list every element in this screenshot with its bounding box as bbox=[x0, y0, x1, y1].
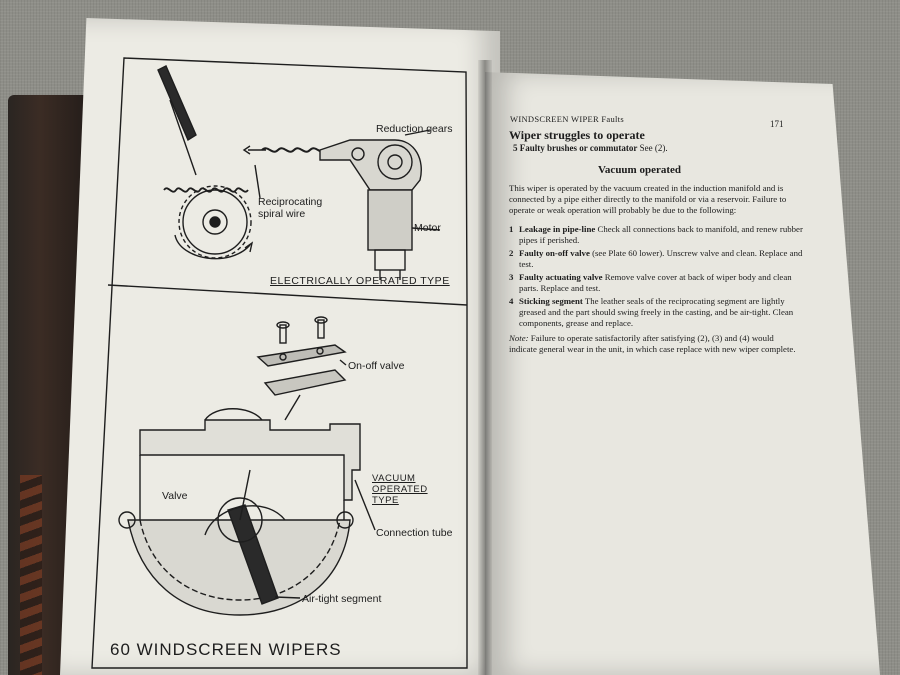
note-text: Failure to operate satisfactorily after … bbox=[509, 333, 796, 354]
note-label: Note: bbox=[509, 333, 529, 343]
label-on-off-valve: On-off valve bbox=[348, 360, 405, 372]
valve-plate-lower bbox=[263, 369, 347, 396]
fault-number: 3 bbox=[509, 272, 514, 282]
screw-1 bbox=[279, 324, 287, 344]
fault-text: Check all connections back to manifold, … bbox=[519, 224, 803, 245]
valve-body bbox=[139, 419, 361, 501]
book-gutter bbox=[478, 60, 492, 675]
fault-text: (see Plate 60 lower). Unscrew valve and … bbox=[519, 248, 803, 269]
fault-5-text: See (2). bbox=[639, 143, 668, 153]
plate-frame bbox=[91, 57, 468, 669]
label-reduction-gears: Reduction gears bbox=[376, 123, 453, 135]
reduction-gear-housing bbox=[319, 139, 422, 191]
fault-text: Remove valve cover at back of wiper body… bbox=[519, 272, 792, 293]
plate-footer-title: 60 WINDSCREEN WIPERS bbox=[110, 640, 342, 659]
fault-number: 1 bbox=[509, 224, 514, 234]
fault-item: 1 Leakage in pipe-line Check all connect… bbox=[509, 224, 803, 246]
caption-vacuum: VACUUM OPERATED TYPE bbox=[372, 473, 428, 506]
fault-item: 3 Faulty actuating valve Remove valve co… bbox=[509, 272, 803, 294]
fault-title: Faulty on-off valve bbox=[519, 248, 590, 258]
label-connection-tube: Connection tube bbox=[376, 527, 453, 539]
gear-wheel bbox=[182, 189, 248, 255]
fault-item-5: 5 Faulty brushes or commutator See (2). bbox=[513, 143, 668, 153]
label-reciprocating-wire: Reciprocating spiral wire bbox=[258, 196, 323, 220]
plate-divider bbox=[107, 284, 468, 306]
screw-2 bbox=[317, 319, 325, 339]
casing-bowl bbox=[127, 519, 351, 616]
spiral-wire bbox=[261, 147, 327, 153]
note-paragraph: Note: Failure to operate satisfactorily … bbox=[509, 333, 803, 355]
caption-electric: ELECTRICALLY OPERATED TYPE bbox=[270, 275, 450, 287]
running-head: WINDSCREEN WIPER Faults bbox=[510, 114, 624, 124]
intro-paragraph: This wiper is operated by the vacuum cre… bbox=[509, 183, 787, 215]
wiper-blade bbox=[157, 65, 197, 142]
page-number: 171 bbox=[770, 119, 784, 129]
section-title: Wiper struggles to operate bbox=[509, 128, 645, 142]
label-valve: Valve bbox=[162, 490, 188, 502]
fault-5-number: 5 bbox=[513, 143, 518, 153]
fault-5-title: Faulty brushes or commutator bbox=[519, 143, 638, 153]
cover-pattern bbox=[20, 475, 42, 675]
fault-title: Leakage in pipe-line bbox=[519, 224, 596, 234]
subheading-vacuum: Vacuum operated bbox=[598, 164, 682, 176]
fault-item: 4 Sticking segment The leather seals of … bbox=[509, 296, 803, 329]
fault-number: 2 bbox=[509, 248, 514, 258]
label-air-tight-segment: Air-tight segment bbox=[302, 593, 382, 605]
fault-title: Sticking segment bbox=[519, 296, 583, 306]
fault-number: 4 bbox=[509, 296, 514, 306]
motor-body bbox=[367, 189, 413, 251]
valve-plate-upper bbox=[256, 344, 347, 367]
label-motor: Motor bbox=[414, 222, 441, 234]
right-page bbox=[485, 72, 880, 675]
fault-item: 2 Faulty on-off valve (see Plate 60 lowe… bbox=[509, 248, 803, 270]
fault-text: The leather seals of the reciprocating s… bbox=[519, 296, 794, 328]
fault-title: Faulty actuating valve bbox=[519, 272, 603, 282]
